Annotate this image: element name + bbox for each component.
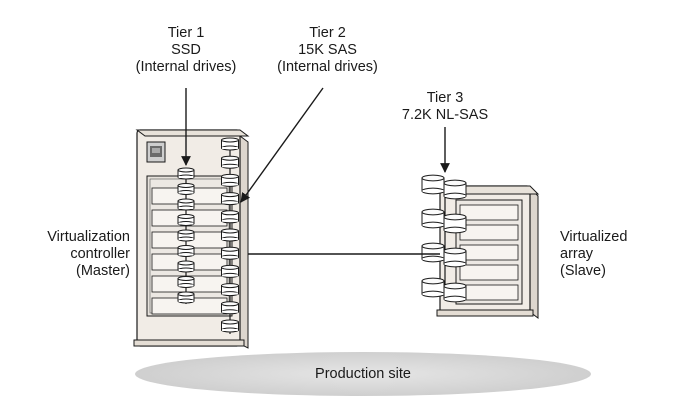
tier1-label: Tier 1 SSD (Internal drives)	[126, 25, 246, 76]
tier3-drive	[421, 242, 445, 263]
tier1-name: Tier 1	[167, 25, 205, 41]
slave-line2: array	[560, 246, 594, 262]
slave-drive-rows	[459, 204, 519, 301]
master-label: Virtualization controller (Master)	[20, 229, 130, 280]
tier1-drive	[177, 276, 195, 288]
master-line3: (Master)	[76, 263, 130, 279]
tier1-drive	[177, 214, 195, 226]
tier2-arrow	[240, 87, 324, 203]
slave-line1: Virtualized	[560, 229, 628, 245]
tier1-location: (Internal drives)	[135, 59, 237, 75]
slave-shelf	[459, 264, 519, 281]
tier2-drive-stack	[221, 137, 239, 334]
tier2-media: 15K SAS	[298, 42, 357, 58]
tier1-drive	[177, 229, 195, 242]
tier3-media: 7.2K NL-SAS	[401, 107, 489, 123]
tier2-drive	[221, 137, 239, 151]
tier1-drive	[177, 183, 195, 195]
slave-shelf	[459, 244, 519, 261]
tier2-drive	[221, 264, 239, 278]
tier3-drive	[443, 247, 467, 268]
master-line2: controller	[70, 246, 130, 262]
tier1-drive-stack	[177, 167, 195, 304]
slave-shelf	[459, 284, 519, 301]
tier1-drive	[177, 291, 195, 304]
tier1-drive	[177, 260, 195, 273]
tier2-location: (Internal drives)	[277, 59, 378, 75]
tier2-name: Tier 2	[309, 25, 346, 41]
master-line1: Virtualization	[47, 229, 130, 245]
tier3-drive-stack	[421, 174, 467, 303]
tier3-label: Tier 3 7.2K NL-SAS	[395, 90, 495, 124]
tier3-drive	[421, 174, 445, 195]
slave-label: Virtualized array (Slave)	[560, 229, 660, 280]
tier2-drive	[221, 192, 239, 206]
tier2-drive	[221, 246, 239, 260]
slave-shelf	[459, 224, 519, 241]
tier2-drive	[221, 173, 239, 187]
tier3-drive	[443, 179, 467, 200]
production-site-label: Production site	[263, 366, 463, 383]
slave-shelf	[459, 204, 519, 221]
production-site-ellipse	[135, 352, 591, 396]
tier1-drive	[177, 167, 195, 180]
tier3-drive	[421, 208, 445, 229]
tier2-drive	[221, 210, 239, 224]
tier1-drive	[177, 198, 195, 211]
tier2-drive	[221, 155, 239, 169]
tier2-drive	[221, 228, 239, 242]
tier3-drive	[443, 282, 467, 303]
production-site-text: Production site	[315, 366, 411, 382]
tier2-drive	[221, 301, 239, 315]
tier1-drive	[177, 245, 195, 257]
tier1-media: SSD	[171, 42, 201, 58]
tier2-drive	[221, 283, 239, 297]
tier2-label: Tier 2 15K SAS (Internal drives)	[265, 25, 390, 76]
tier3-name: Tier 3	[426, 90, 464, 106]
tier3-drive	[443, 213, 467, 234]
tier2-drive	[221, 319, 239, 333]
tier3-drive	[421, 277, 445, 298]
slave-line3: (Slave)	[560, 263, 606, 279]
